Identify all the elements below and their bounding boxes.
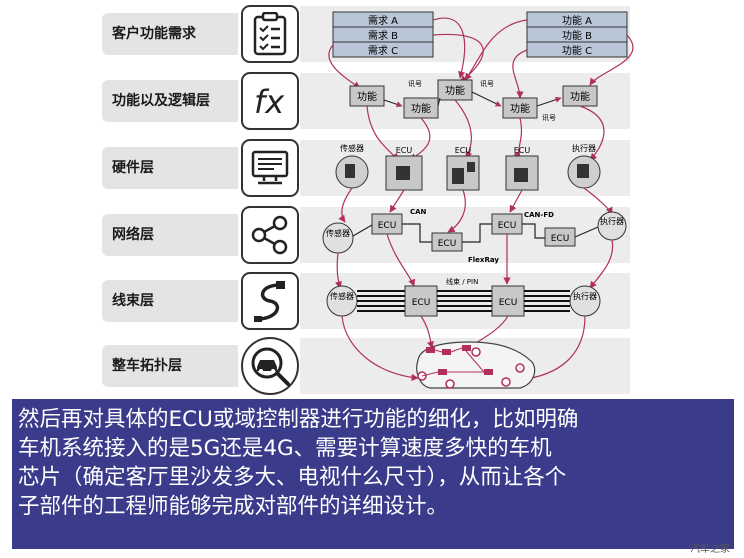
caption-line-2: 车机系统接入的是5G还是4G、需要计算速度多快的车机 [18,436,552,461]
harness-wire-label: 线束 / PIN [446,277,478,286]
hw-ecu-label-3: ECU [514,146,531,155]
share-network-icon [241,206,299,264]
layer-label-network: 网络层 [102,214,238,256]
layer-label-topology: 整车拓扑层 [102,345,238,387]
harness-ecu-2: ECU [499,298,518,308]
caption-box: 然后再对具体的ECU或域控制器进行功能的细化，比如明确 车机系统接入的是5G还是… [12,399,734,549]
clipboard-checklist-icon [241,5,299,63]
function-a: 功能 A [562,14,592,27]
caption-line-3: 芯片（确定客厅里沙发多大、电视什么尺寸），从而让各个 [18,465,567,490]
signal-label-1: 讯号 [408,80,422,88]
svg-text:fx: fx [254,83,285,121]
layer-label-requirements: 客户功能需求 [102,13,238,55]
layer-label-logic: 功能以及逻辑层 [102,80,238,122]
net-ecu-3: ECU [498,221,517,231]
harness-actuator-label: 执行器 [573,291,597,301]
function-fx-icon: fx [241,72,299,130]
hardware-items: 传感器 ECU ECU ECU 执行器 [335,143,601,191]
function-c: 功能 C [562,44,592,57]
need-c: 需求 C [368,45,398,57]
harness-ecu-1: ECU [412,298,431,308]
net-sensor-label: 传感器 [326,228,350,238]
hw-actuator-label: 执行器 [572,143,596,153]
caption-line-1: 然后再对具体的ECU或域控制器进行功能的细化，比如明确 [18,407,579,432]
need-a: 需求 A [368,15,398,27]
network-items: 传感器 ECU CAN ECU FlexRay ECU CAN-FD ECU 执… [322,208,627,264]
harness-sensor-label: 传感器 [330,291,354,301]
car-magnifier-icon [241,337,299,395]
vehicle-topology [416,341,536,389]
harness-items: 传感器 ECU 线束 / PIN ECU 执行器 [326,277,601,317]
layer-label-hardware: 硬件层 [102,147,238,189]
logic-function-4: 功能 [510,102,530,115]
hw-ecu-label-2: ECU [455,146,472,155]
signal-label-3: 讯号 [542,114,556,122]
need-b: 需求 B [368,30,398,42]
cable-icon [241,272,299,330]
net-canfd-label: CAN-FD [524,211,554,219]
watermark: 汽车之家 [690,544,730,555]
computer-monitor-icon [241,139,299,197]
net-ecu-1: ECU [378,221,397,231]
net-ecu-4: ECU [551,234,570,244]
logic-function-2: 功能 [411,102,431,115]
logic-function-5: 功能 [570,90,590,103]
logic-function-1: 功能 [357,90,377,103]
hw-sensor-label: 传感器 [340,143,364,153]
logic-functions: 功能 功能 功能 功能 功能 讯号 讯号 讯号 [349,79,598,122]
function-b: 功能 B [562,29,592,42]
hw-ecu-label-1: ECU [396,146,413,155]
functions-table: 功能 A 功能 B 功能 C [526,11,628,58]
logic-function-3: 功能 [445,84,465,97]
signal-label-2: 讯号 [480,80,494,88]
net-ecu-2: ECU [438,239,457,249]
layer-label-harness: 线束层 [102,280,238,322]
needs-table: 需求 A 需求 B 需求 C [332,11,434,58]
net-can-label: CAN [410,208,427,216]
caption-line-4: 子部件的工程师能够完成对部件的详细设计。 [18,494,449,519]
net-flexray-label: FlexRay [468,256,499,264]
architecture-diagram: 需求 A 需求 B 需求 C 功能 A 功能 B 功能 C 功能 功能 [322,11,634,389]
net-actuator-label: 执行器 [600,216,624,226]
